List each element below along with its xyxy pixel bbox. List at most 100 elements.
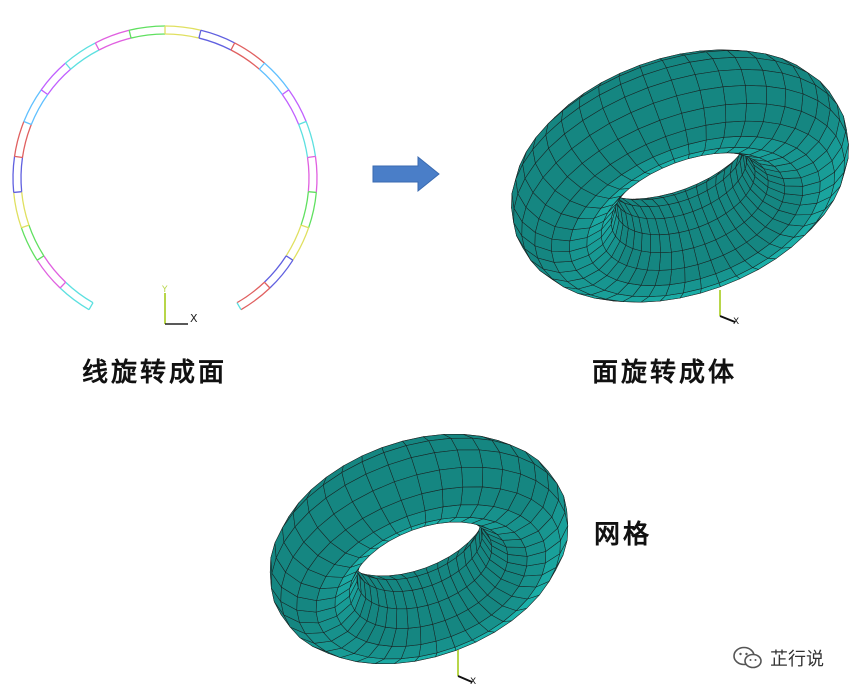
ring-segment (258, 68, 283, 95)
torus-face (442, 486, 464, 508)
ring-segment-divider (298, 120, 307, 126)
ring-segment-divider (21, 224, 30, 229)
ring-segment (65, 281, 94, 304)
ring-segment-divider (128, 30, 132, 39)
ring-segment (47, 68, 72, 95)
ring-segment-divider (307, 155, 316, 159)
axis-label-x-2: X (733, 317, 739, 327)
caption-line-to-surface: 线旋转成面 (82, 358, 228, 388)
ring-segment (129, 25, 166, 31)
ring-segment (306, 157, 310, 192)
ring-segment-divider (308, 191, 317, 194)
torus-face (482, 466, 503, 490)
torus-face (784, 185, 804, 196)
ring-segment (13, 192, 22, 228)
axis-triad-2: X (719, 290, 739, 327)
torus-face (699, 86, 726, 109)
ring-segment (230, 49, 260, 70)
torus-face (722, 85, 747, 105)
ring-segment (20, 227, 38, 261)
ring-segment (21, 191, 30, 226)
ring-segment-divider (59, 281, 67, 289)
torus-face (405, 626, 422, 647)
ring-segment (308, 192, 317, 228)
ring-segment (65, 42, 96, 64)
ring-segment-divider (14, 155, 23, 159)
ring-segment (20, 157, 24, 192)
ring-segment (40, 62, 66, 91)
ring-segment (236, 281, 265, 304)
ring-segment (130, 33, 166, 39)
mesh-torus-panel (269, 434, 569, 664)
torus-face (725, 103, 747, 123)
right-arrow-icon (372, 155, 440, 193)
ring-segment-divider (23, 120, 32, 126)
ring-segment-divider (64, 62, 72, 70)
axis-triad-1: X Y (161, 285, 198, 325)
ring-segment-divider (281, 89, 290, 96)
ring-segment-divider (36, 255, 45, 261)
ring-segment (198, 37, 232, 51)
ring-segment-divider (236, 302, 242, 310)
torus-face (461, 467, 484, 488)
torus-face (396, 608, 409, 629)
ring-segment-divider (263, 281, 271, 289)
watermark-text: 芷行说 (770, 649, 824, 670)
ring-segment (23, 89, 42, 122)
ring-segment (43, 255, 67, 283)
caption-mesh: 网格 (594, 520, 653, 550)
ring-segment (314, 156, 318, 193)
torus-face (500, 469, 521, 494)
ring-segment (300, 191, 309, 226)
ring-segment (263, 255, 287, 283)
ring-segment (70, 49, 100, 70)
torus-face (745, 85, 767, 105)
torus-face (641, 232, 651, 253)
line-ring-panel (12, 25, 318, 311)
ring-segment-divider (88, 302, 94, 310)
ring-segment-divider (94, 42, 100, 51)
torus-face (658, 251, 672, 271)
wechat-icon (733, 646, 762, 669)
torus-face (653, 95, 682, 121)
ring-segment (298, 124, 309, 158)
axis-triad-3: X (457, 650, 476, 687)
ring-segment (12, 156, 16, 193)
ring-segment-divider (230, 42, 236, 51)
ring-segment-divider (13, 191, 22, 194)
ring-segment (36, 259, 61, 289)
torus-face (718, 69, 746, 88)
ring-segment (95, 29, 130, 44)
caption-surface-to-solid: 面旋转成体 (592, 358, 738, 388)
solid-torus-panel (511, 49, 849, 303)
ring-segment (234, 42, 265, 64)
ring-segment (98, 37, 132, 51)
ring-segment-divider (198, 30, 202, 39)
ring-segment (164, 33, 200, 39)
axis-label-x: X (190, 312, 198, 325)
ring-segment (164, 25, 201, 31)
ring-segment (305, 121, 317, 157)
ring-segment (21, 124, 32, 158)
ring-segment (292, 227, 310, 261)
torus-face (650, 234, 661, 253)
ring-segment (59, 287, 90, 311)
torus-face (394, 474, 423, 501)
ring-segment-divider (300, 224, 309, 229)
torus-face (551, 250, 573, 263)
ring-segment-divider (258, 62, 266, 70)
ring-segment (13, 121, 25, 157)
ring-segment (200, 29, 235, 44)
ring-segment-divider (285, 255, 294, 261)
torus-face (671, 250, 686, 270)
torus-face (782, 177, 804, 187)
torus-face (439, 467, 464, 490)
axis-label-y: Y (161, 285, 168, 295)
torus-face (744, 103, 767, 122)
ring-segment (281, 94, 300, 125)
ring-segment-divider (40, 89, 49, 96)
torus-face (766, 85, 786, 108)
ring-segment (240, 287, 271, 311)
ring-segment (30, 94, 49, 125)
